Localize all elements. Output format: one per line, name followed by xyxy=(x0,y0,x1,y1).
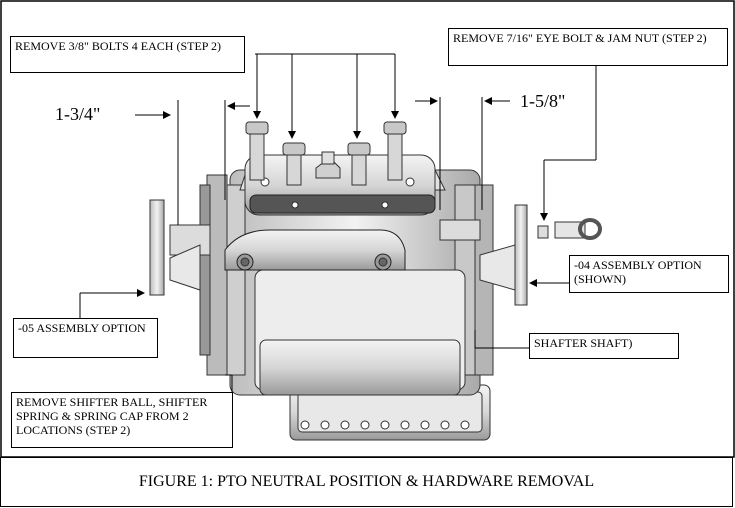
callout-05-option: -05 ASSEMBLY OPTION xyxy=(13,318,158,358)
callout-remove-shifter-ball: REMOVE SHIFTER BALL, SHIFTER SPRING & SP… xyxy=(11,392,233,448)
dimension-right: 1-5/8" xyxy=(520,91,565,111)
pto-assembly xyxy=(149,121,602,441)
callout-04-option: -04 ASSEMBLY OPTION (SHOWN) xyxy=(569,255,729,293)
callout-remove-bolts: REMOVE 3/8" BOLTS 4 EACH (STEP 2) xyxy=(10,36,245,73)
callout-shafter-shaft: SHAFTER SHAFT) xyxy=(529,333,679,359)
figure-caption: FIGURE 1: PTO NEUTRAL POSITION & HARDWAR… xyxy=(0,457,733,507)
dimension-left: 1-3/4" xyxy=(55,104,100,124)
callout-remove-eye-bolt: REMOVE 7/16" EYE BOLT & JAM NUT (STEP 2) xyxy=(448,28,728,66)
